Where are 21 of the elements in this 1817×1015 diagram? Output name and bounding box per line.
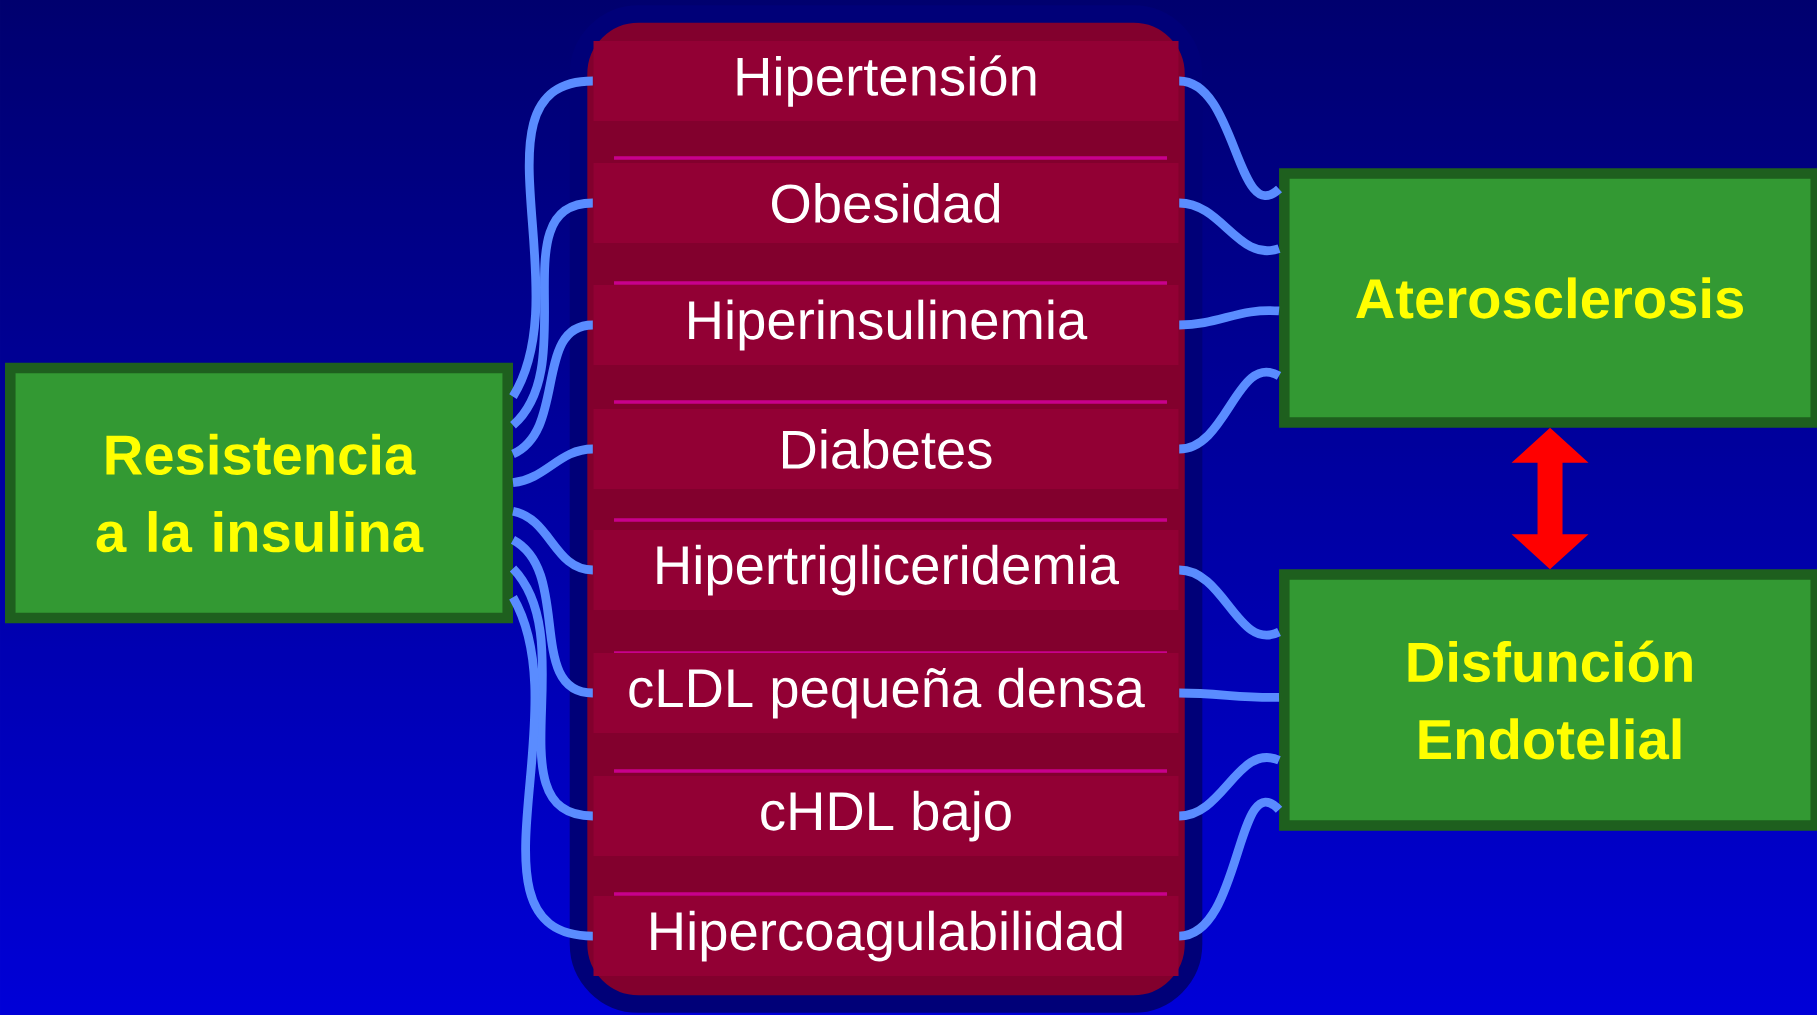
- list-item: Hipertrigliceridemia: [593, 530, 1179, 610]
- connector-line: [508, 595, 594, 941]
- process-box: Resistencia a la insulina: [5, 362, 513, 624]
- list-item: Hipertensión: [593, 41, 1179, 121]
- connector-line: [509, 76, 594, 399]
- list-item: cHDL bajo: [593, 776, 1179, 856]
- connector-line: [511, 507, 594, 575]
- connector-line: [1179, 306, 1280, 330]
- process-box: Disfunción Endotelial: [1279, 569, 1817, 831]
- list-item: cLDL pequeña densa: [593, 653, 1179, 733]
- connector-line: [1178, 76, 1282, 200]
- connector-line: [512, 444, 594, 487]
- connector-line: [509, 566, 594, 821]
- list-item: Diabetes: [593, 409, 1179, 489]
- process-box: Aterosclerosis: [1279, 168, 1817, 428]
- list-item: Hipercoagulabilidad: [593, 896, 1179, 976]
- list-item: Obesidad: [593, 163, 1179, 243]
- connector-line: [1178, 798, 1282, 941]
- connector-line: [1178, 198, 1280, 255]
- connector-line: [1179, 688, 1280, 702]
- list-item: Hiperinsulinemia: [593, 285, 1179, 365]
